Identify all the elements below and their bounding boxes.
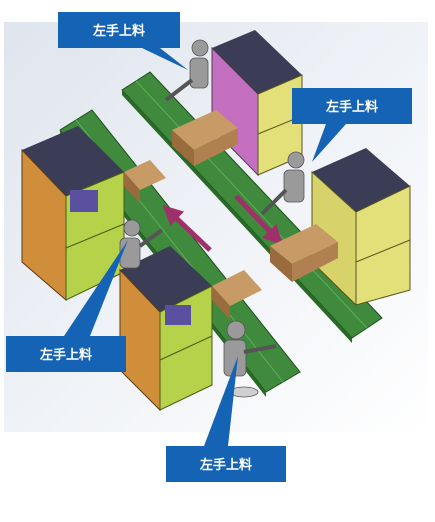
direction-arrow-up <box>162 205 212 252</box>
operator-figure-4 <box>223 320 277 398</box>
callout-top-left <box>58 12 188 70</box>
callout-bottom-left <box>6 240 128 372</box>
material-box-4 <box>212 270 262 320</box>
callout-bottom-center <box>166 356 286 482</box>
direction-arrow-down <box>234 194 283 246</box>
operator-figure-2 <box>260 151 305 216</box>
operator-figure-1 <box>164 39 209 102</box>
material-box-1 <box>172 110 238 166</box>
material-box-2 <box>270 224 338 282</box>
cabinet-bottom-orange <box>119 246 213 412</box>
cabinet-right-yellow <box>311 148 411 307</box>
cabinet-upper-magenta <box>211 30 303 177</box>
material-box-3 <box>124 160 166 204</box>
callout-top-right <box>292 88 412 162</box>
